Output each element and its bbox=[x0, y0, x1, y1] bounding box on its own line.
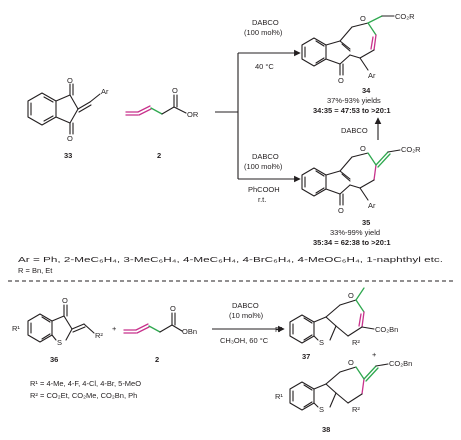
compound-2-bottom-label: 2 bbox=[155, 355, 159, 364]
product-34-structure: O O bbox=[301, 14, 395, 85]
r2-definition: R² = CO₂Et, CO₂Me, CO₂Bn, Ph bbox=[30, 391, 137, 400]
svg-text:O: O bbox=[172, 86, 178, 95]
lower-reagent: DABCO bbox=[252, 152, 279, 161]
svg-text:O: O bbox=[67, 76, 73, 85]
compound-36-structure: O bbox=[27, 296, 95, 343]
compound-2-label: 2 bbox=[157, 151, 161, 160]
product-37-sulfur: S bbox=[319, 338, 324, 347]
allenoate-bn-structure: O bbox=[123, 304, 183, 334]
product-38-label: 38 bbox=[322, 425, 330, 434]
allenoate-obn-group: OBn bbox=[182, 327, 197, 336]
svg-text:O: O bbox=[360, 144, 366, 153]
product-34-label: 34 bbox=[362, 86, 371, 95]
product-37-ester: CO₂Bn bbox=[375, 325, 398, 334]
product-34-ratio: 34:35 = 47:53 to >20:1 bbox=[313, 106, 391, 115]
svg-text:O: O bbox=[348, 358, 354, 367]
lower-loading: (100 mol%) bbox=[244, 162, 283, 171]
compound-33-label: 33 bbox=[64, 151, 72, 160]
svg-text:O: O bbox=[170, 304, 176, 313]
svg-text:O: O bbox=[338, 206, 344, 215]
r1-definition: R¹ = 4-Me, 4-F, 4-Cl, 4-Br, 5-MeO bbox=[30, 379, 141, 388]
interconversion-reagent: DABCO bbox=[341, 126, 368, 135]
lower-temperature: r.t. bbox=[258, 195, 266, 204]
product-37-r1: R¹ bbox=[275, 325, 283, 334]
product-35-yields: 33%-99% yield bbox=[330, 228, 380, 237]
compound-36-sulfur: S bbox=[57, 338, 62, 347]
product-37-structure: O bbox=[289, 287, 375, 344]
compound-36-r1: R¹ bbox=[12, 324, 20, 333]
product-35-ester: CO₂R bbox=[401, 145, 421, 154]
product-35-ratio: 35:34 = 62:38 to >20:1 bbox=[313, 238, 391, 247]
product-35-aryl: Ar bbox=[368, 201, 376, 210]
bottom-loading: (10 mol%) bbox=[229, 311, 264, 320]
product-37-r2: R² bbox=[352, 338, 360, 347]
product-34-yields: 37%-93% yields bbox=[327, 96, 381, 105]
compound-36-r2: R² bbox=[95, 331, 103, 340]
product-34-aryl: Ar bbox=[368, 71, 376, 80]
product-35-label: 35 bbox=[362, 218, 370, 227]
upper-temperature: 40 °C bbox=[255, 62, 274, 71]
bottom-reagent: DABCO bbox=[232, 301, 259, 310]
plus-sign-products: + bbox=[372, 350, 377, 359]
r-definition: R = Bn, Et bbox=[18, 266, 53, 275]
bottom-conditions: CH₃OH, 60 °C bbox=[220, 336, 269, 345]
svg-text:O: O bbox=[348, 291, 354, 300]
upper-loading: (100 mol%) bbox=[244, 28, 283, 37]
compound-33-structure: O O bbox=[27, 76, 101, 143]
product-37-label: 37 bbox=[302, 352, 310, 361]
svg-text:O: O bbox=[360, 14, 366, 23]
product-34-ester: CO₂R bbox=[395, 12, 415, 21]
allenoate-or-group: OR bbox=[187, 110, 199, 119]
svg-text:O: O bbox=[67, 134, 73, 143]
product-38-r1: R¹ bbox=[275, 392, 283, 401]
aryl-label: Ar bbox=[101, 87, 109, 96]
aryl-definition: Ar = Ph, 2-MeC₆H₄, 3-MeC₆H₄, 4-MeC₆H₄, 4… bbox=[18, 255, 443, 264]
product-35-structure: O O bbox=[301, 144, 401, 215]
product-38-structure: O bbox=[289, 358, 389, 411]
svg-text:O: O bbox=[62, 296, 68, 305]
lower-additive: PhCOOH bbox=[248, 185, 280, 194]
product-38-r2: R² bbox=[352, 405, 360, 414]
allenoate-structure: O bbox=[125, 86, 187, 116]
product-38-sulfur: S bbox=[319, 405, 324, 414]
plus-sign: + bbox=[112, 324, 117, 333]
compound-36-label: 36 bbox=[50, 355, 58, 364]
product-38-ester: CO₂Bn bbox=[389, 359, 412, 368]
svg-text:O: O bbox=[338, 76, 344, 85]
upper-reagent: DABCO bbox=[252, 18, 279, 27]
